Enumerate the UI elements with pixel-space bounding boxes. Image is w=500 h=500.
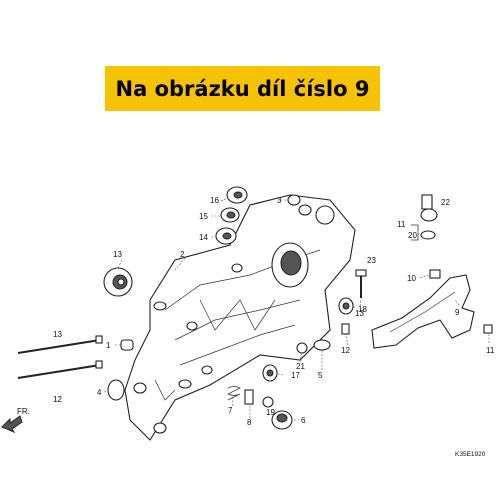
crankcase-body <box>124 194 356 441</box>
callout-24: 22 <box>441 198 450 207</box>
callout-15: 13 <box>113 250 122 259</box>
callout-8: 8 <box>247 418 252 427</box>
front-direction-label: FR. <box>17 407 30 416</box>
banner-text: Na obrázku díl číslo 9 <box>115 76 370 101</box>
callout-13-lower: 12 <box>53 395 62 404</box>
bracket-part-9 <box>371 274 475 349</box>
callout-5: 5 <box>318 371 323 380</box>
callout-19: 17 <box>291 371 300 380</box>
highlight-banner: Na obrázku díl číslo 9 <box>105 66 380 111</box>
callout-20: 18 <box>358 305 367 314</box>
callout-25: 23 <box>367 256 376 265</box>
callout-4: 4 <box>97 388 102 397</box>
callout-2: 2 <box>180 250 185 259</box>
callout-10: 10 <box>407 274 416 283</box>
callout-11: 11 <box>397 220 406 229</box>
callout-6: 6 <box>301 416 306 425</box>
callout-21: 19 <box>266 408 275 417</box>
callout-3: 3 <box>277 196 282 205</box>
callout-13-upper: 13 <box>53 330 62 339</box>
callout-12-mid: 12 <box>341 346 350 355</box>
callout-17: 15 <box>199 212 208 221</box>
callout-7: 7 <box>228 406 233 415</box>
front-direction-arrow <box>1 415 23 434</box>
callout-23: 21 <box>296 362 305 371</box>
figure-code: K35E1920 <box>455 451 486 458</box>
callout-18: 16 <box>210 196 219 205</box>
callout-9: 9 <box>455 308 460 317</box>
callout-16: 14 <box>199 233 208 242</box>
callout-12-right: 11 <box>486 346 495 355</box>
callout-1: 1 <box>106 341 111 350</box>
callout-14: 13 <box>355 309 364 318</box>
callout-22: 20 <box>408 231 417 240</box>
